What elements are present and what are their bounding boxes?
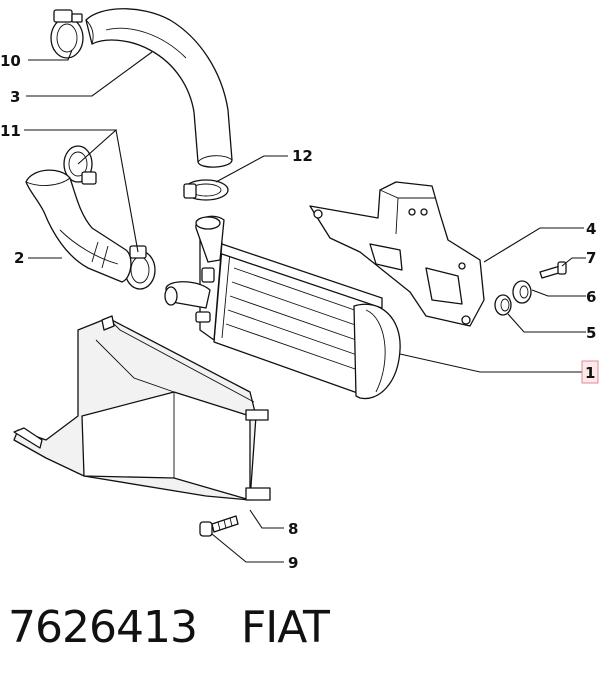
brand-name: FIAT	[240, 601, 330, 653]
lower-hose	[25, 169, 132, 283]
callout-1: 1	[585, 364, 595, 382]
callout-5: 5	[586, 324, 596, 342]
callout-7: 7	[586, 249, 596, 267]
callout-8: 8	[288, 520, 298, 538]
callout-9: 9	[288, 554, 298, 572]
leader-lines	[24, 49, 586, 563]
air-duct	[13, 315, 271, 501]
callout-2: 2	[14, 249, 24, 267]
screw-7	[539, 261, 567, 279]
callout-12: 12	[292, 147, 313, 165]
bolt-9	[199, 515, 239, 537]
callout-4: 4	[586, 220, 596, 238]
intercooler	[164, 215, 401, 400]
callout-6: 6	[586, 288, 596, 306]
callout-10: 10	[0, 52, 21, 70]
highlight-box-1	[581, 360, 599, 384]
clamp-12	[183, 179, 229, 201]
callout-3: 3	[10, 88, 20, 106]
part-caption: 7626413 FIAT	[8, 597, 592, 657]
parts-diagram: 1 2 3 4 5 6 7 8 9 10 11 12	[0, 8, 599, 572]
callouts: 1 2 3 4 5 6 7 8 9 10 11 12	[0, 52, 599, 572]
nut-6	[512, 280, 532, 304]
part-number: 7626413	[8, 601, 198, 653]
bracket-4	[309, 181, 485, 327]
grommet-5	[494, 294, 512, 316]
clamp-10	[50, 9, 84, 59]
callout-11: 11	[0, 122, 21, 140]
upper-hose	[85, 8, 233, 168]
